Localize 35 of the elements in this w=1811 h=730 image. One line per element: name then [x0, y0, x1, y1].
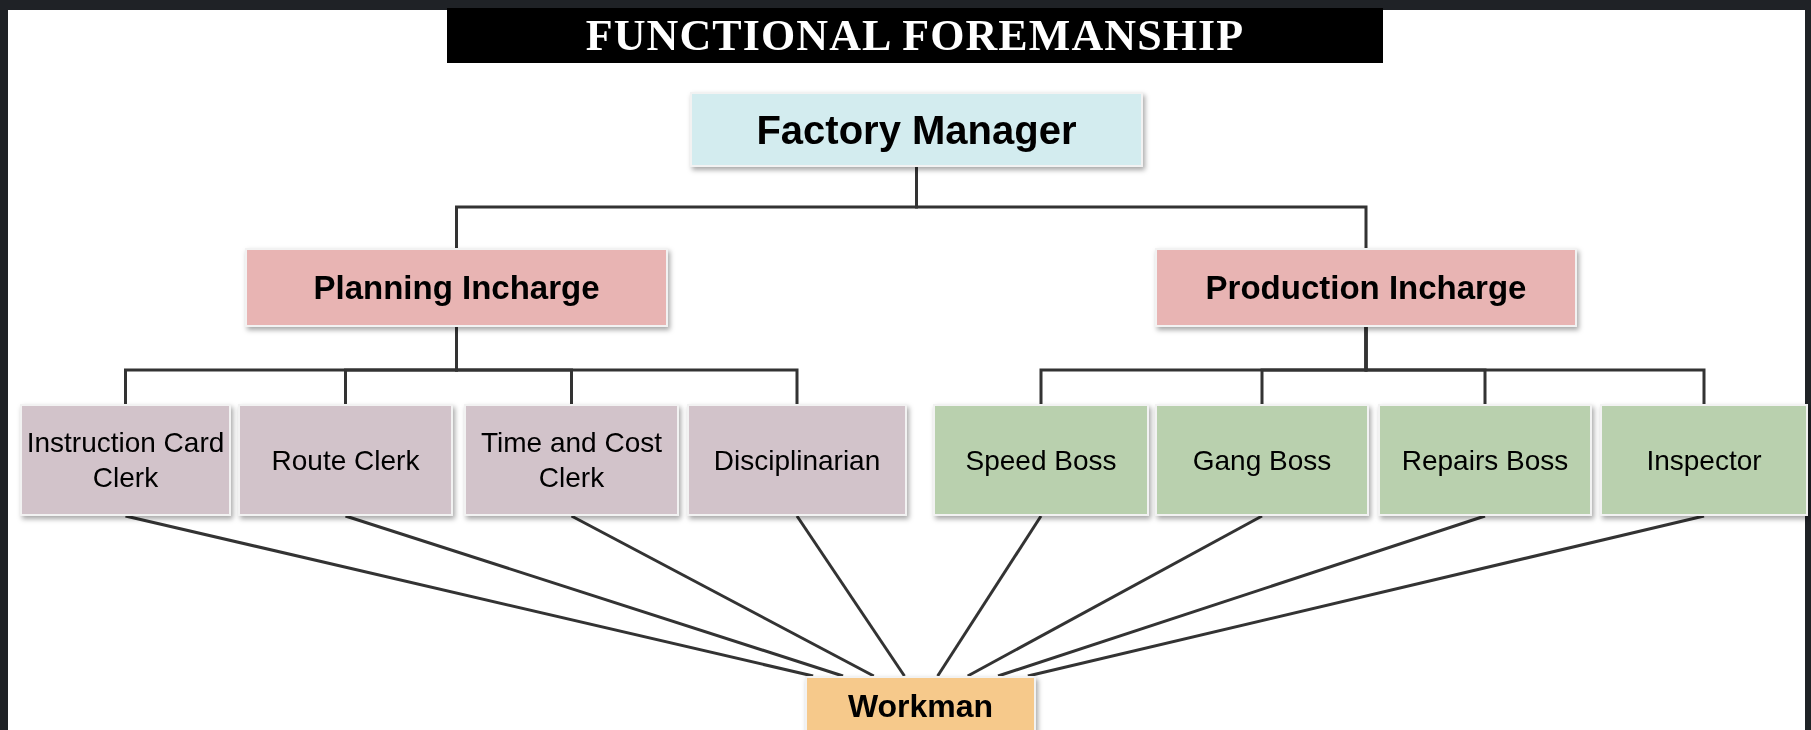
box-label: Disciplinarian — [713, 443, 881, 478]
role-box — [1155, 404, 1369, 516]
role-box — [933, 404, 1149, 516]
incharge-box — [245, 248, 668, 327]
connector-line — [936, 515, 1043, 677]
role-box — [1600, 404, 1808, 516]
box-label: Workman — [847, 687, 994, 726]
box-label: Production Incharge — [1205, 267, 1527, 308]
connector-line — [997, 514, 1486, 678]
incharge-box — [1155, 248, 1577, 327]
box-label: Repairs Boss — [1401, 443, 1569, 478]
role-box — [20, 404, 231, 516]
connector-line — [125, 514, 814, 678]
connector-line — [455, 327, 799, 404]
role-box — [687, 404, 907, 516]
box-label: Inspector — [1646, 443, 1762, 478]
connector-line — [967, 514, 1263, 678]
manager-box — [690, 92, 1143, 167]
box-label: Route Clerk — [271, 443, 420, 478]
role-box — [238, 404, 453, 516]
connector-line — [795, 515, 906, 677]
title: FUNCTIONAL FOREMANSHIP — [447, 8, 1383, 63]
connector-line — [570, 514, 875, 678]
role-box — [464, 404, 679, 516]
role-box — [1378, 404, 1592, 516]
box-label: Speed Boss — [965, 443, 1117, 478]
box-label: Instruction Card Clerk — [26, 426, 225, 495]
connector-line — [1027, 514, 1705, 678]
box-label: Time and Cost Clerk — [480, 426, 663, 495]
connector-line — [1364, 327, 1706, 404]
box-label: Factory Manager — [756, 106, 1077, 154]
workman-box — [805, 676, 1036, 730]
box-label: Planning Incharge — [313, 267, 600, 308]
connector-line — [345, 514, 844, 678]
box-label: Gang Boss — [1192, 443, 1332, 478]
